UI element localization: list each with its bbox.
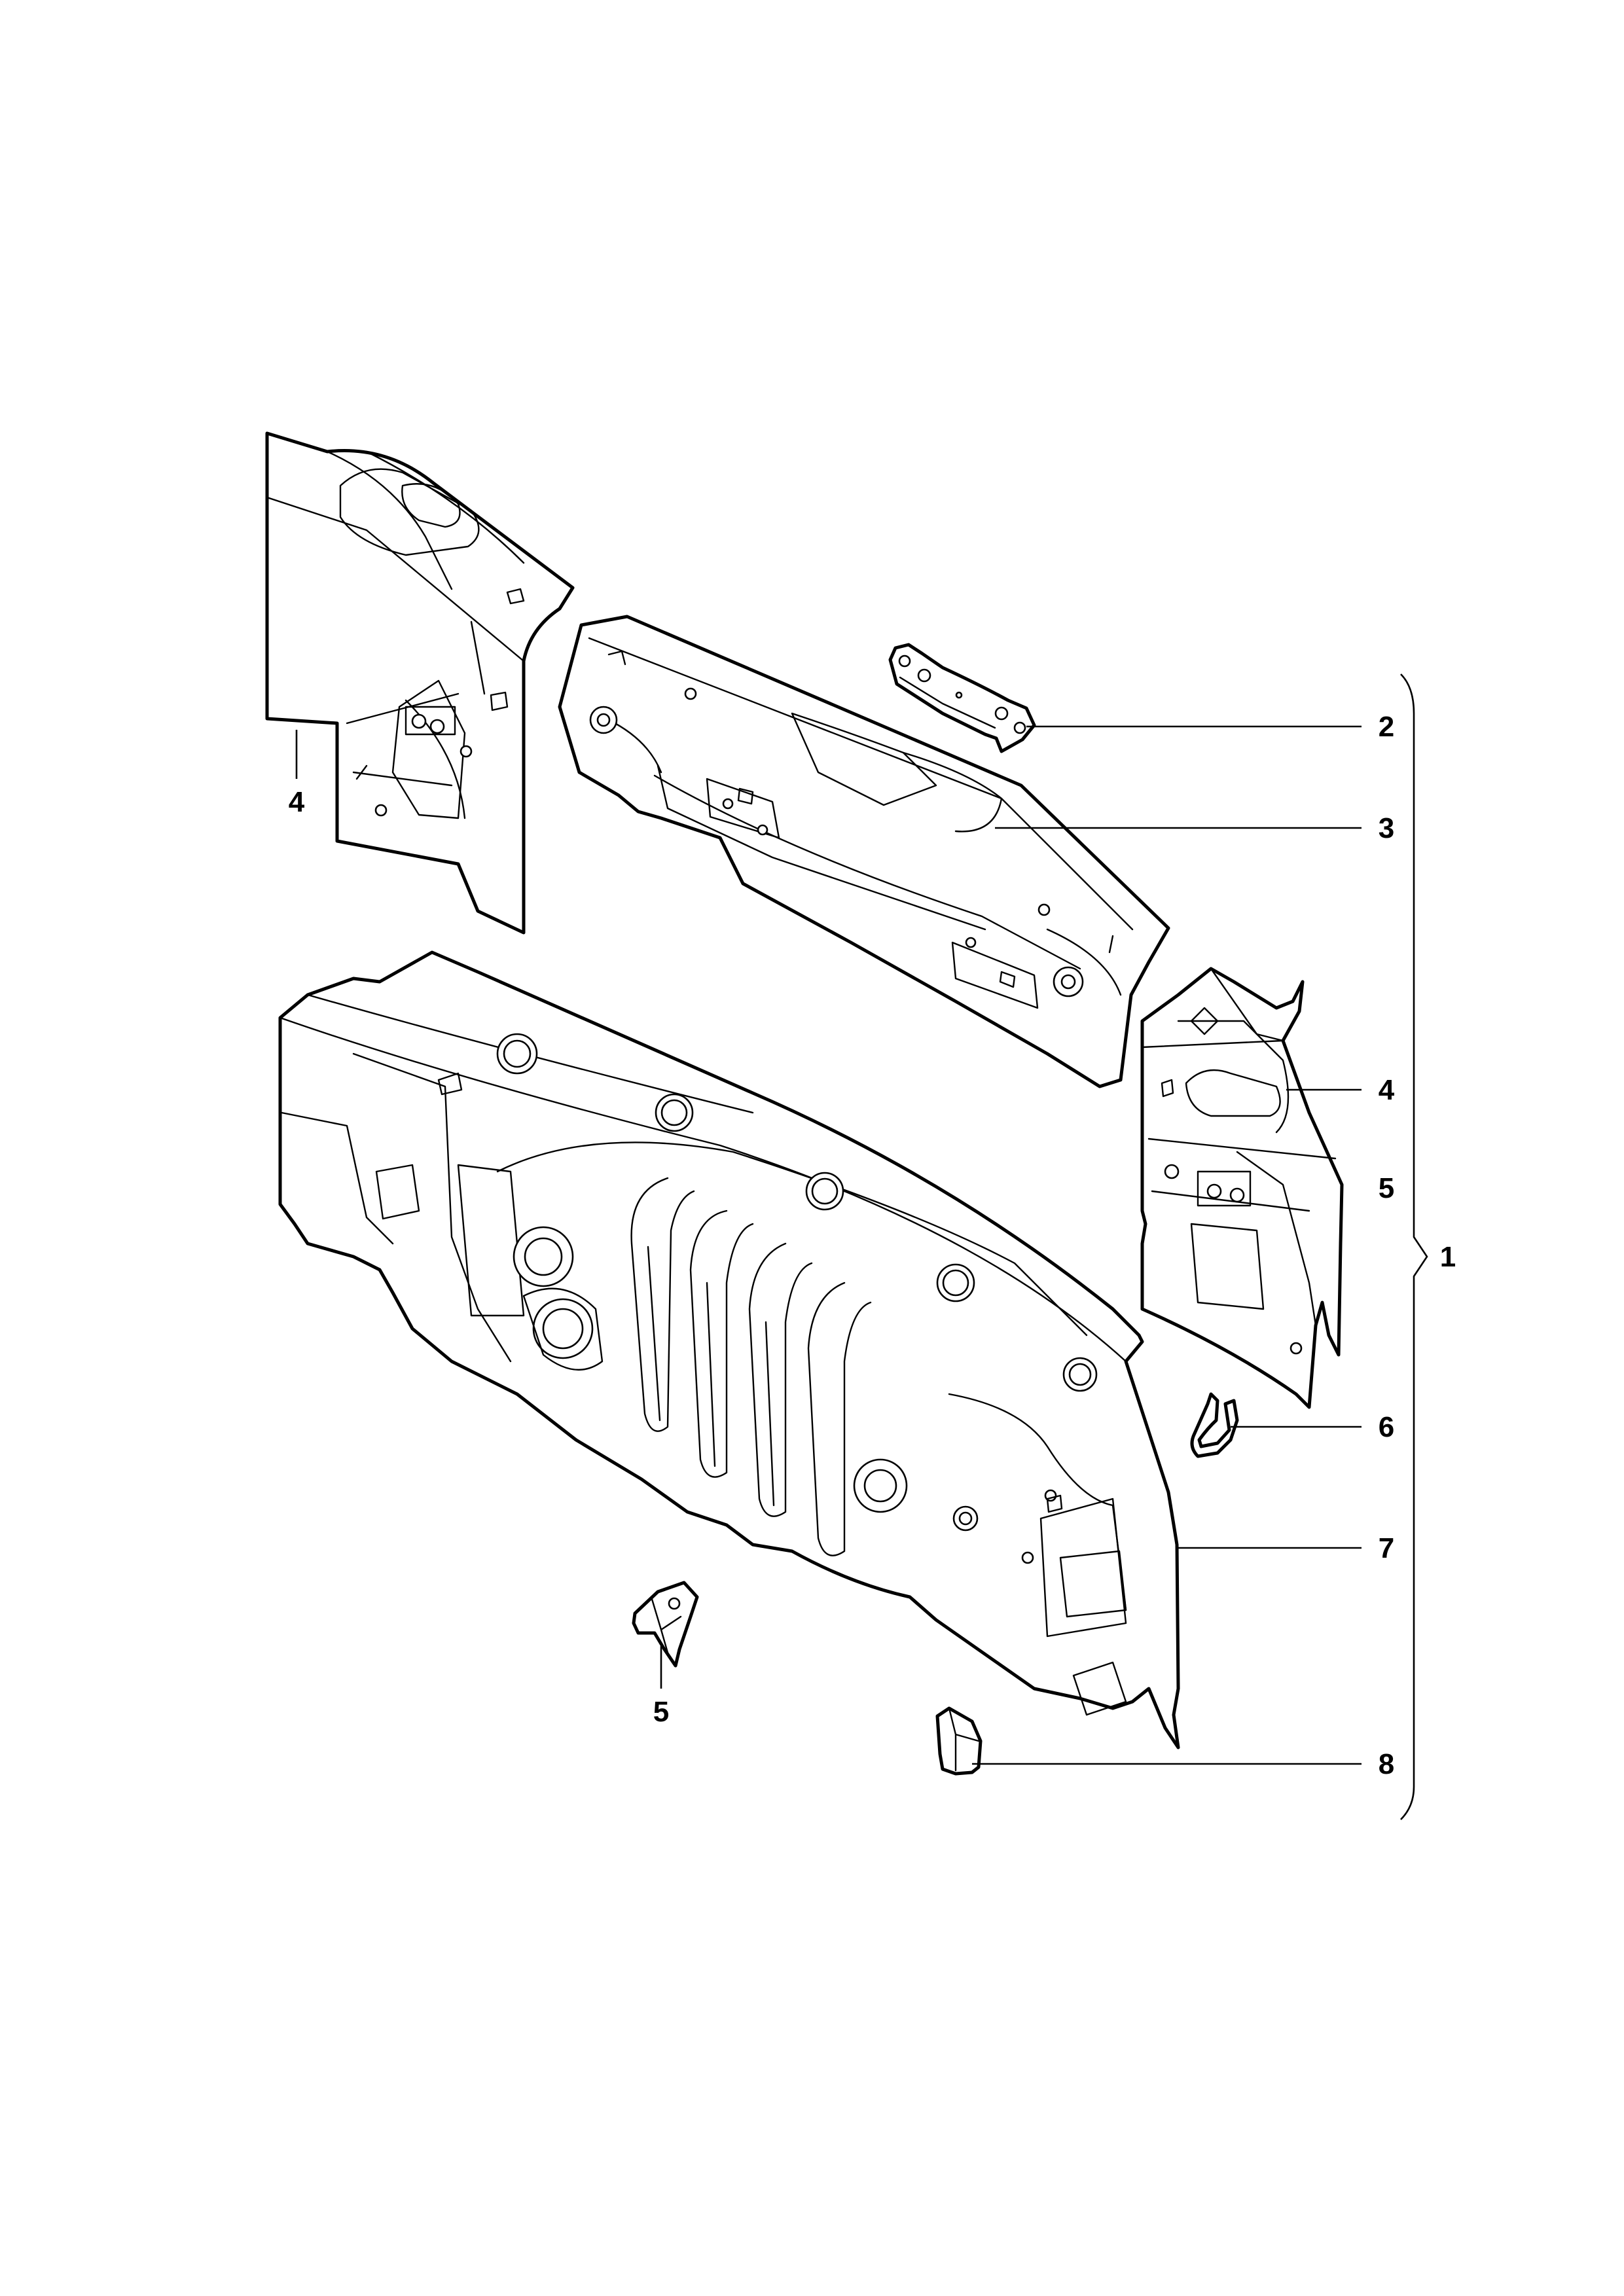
part-4-left-side-panel	[265, 431, 575, 935]
leader-lines	[295, 673, 1428, 1820]
callout-5-bottom: 5	[653, 1696, 669, 1728]
part-6-clip	[1190, 1392, 1239, 1458]
part-3-upper-rear-panel	[558, 615, 1170, 1088]
part-8-plate	[935, 1706, 983, 1776]
callout-3: 3	[1379, 812, 1394, 844]
callout-4-right: 4	[1379, 1074, 1395, 1106]
callout-1: 1	[1440, 1241, 1456, 1273]
callout-2: 2	[1379, 711, 1394, 743]
callout-4-left: 4	[289, 786, 305, 818]
callout-5-right: 5	[1379, 1172, 1394, 1204]
part-5-bracket	[632, 1581, 699, 1668]
callout-8: 8	[1379, 1748, 1394, 1780]
callouts: 2 3 4 4 5 1 6 7 5 8	[289, 711, 1456, 1780]
part-4-right-side-panel	[1140, 967, 1344, 1409]
part-7-lower-rear-panel	[278, 950, 1180, 1749]
callout-7: 7	[1379, 1532, 1394, 1564]
callout-6: 6	[1379, 1411, 1394, 1443]
part-2-bracket	[888, 643, 1036, 753]
